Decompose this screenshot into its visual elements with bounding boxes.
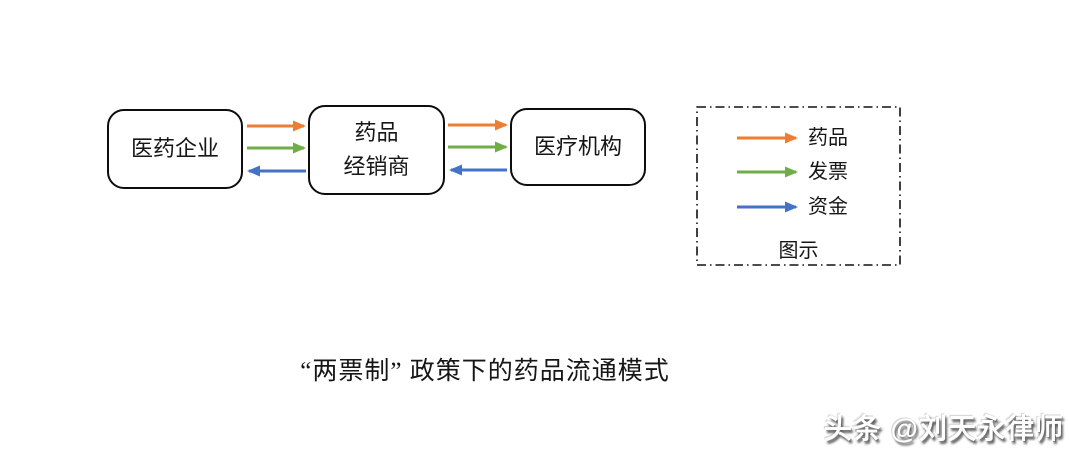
node-hospital-label: 医疗机构 — [533, 133, 622, 159]
legend-item-funds-label: 资金 — [808, 196, 848, 218]
legend-border — [696, 106, 901, 266]
legend-title: 图示 — [778, 240, 819, 262]
node-pharma-enterprise: 医药企业 — [107, 109, 243, 189]
legend-item-invoice-label: 发票 — [808, 161, 848, 183]
node-distributor-label-line2: 经销商 — [343, 154, 410, 179]
legend-item-drug-label: 药品 — [808, 127, 848, 149]
node-pharma-label: 医药企业 — [130, 135, 219, 161]
watermark-toutiao: 头条 @刘天永律师 — [823, 413, 1064, 444]
node-medical-institution: 医疗机构 — [510, 108, 646, 186]
node-distributor-label-line1: 药品 — [354, 119, 399, 145]
node-drug-distributor: 药品 经销商 — [308, 105, 445, 195]
diagram-caption: “两票制” 政策下的药品流通模式 — [300, 358, 670, 385]
